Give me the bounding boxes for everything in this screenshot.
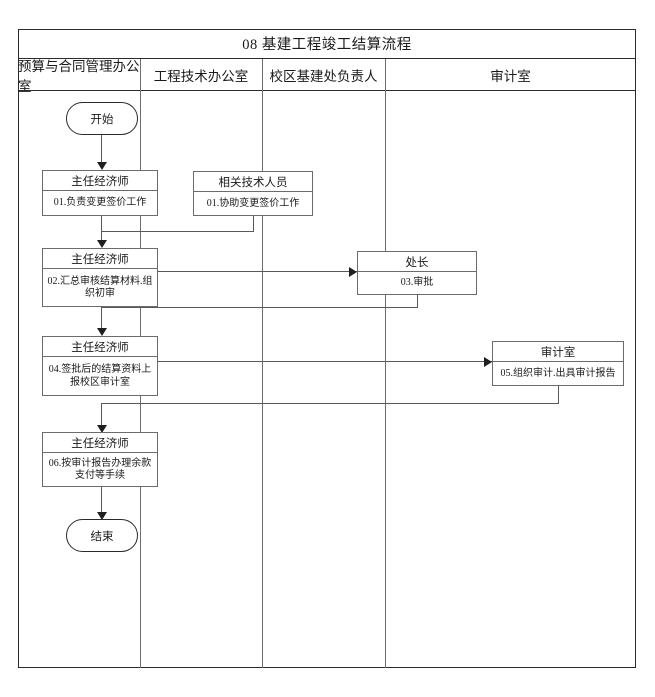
swimlane-header-row: 预算与合同管理办公室 工程技术办公室 校区基建处负责人 审计室 [18,59,636,94]
diagram-title: 08 基建工程竣工结算流程 [18,29,636,59]
node-step02-text: 02.汇总审核结算材料.组织初审 [47,275,153,299]
node-step05[interactable]: 审计室 05.组织审计.出具审计报告 [492,341,624,386]
node-step01a[interactable]: 主任经济师 01.负责变更签价工作 [42,170,158,216]
swimlane-header-audit-office: 审计室 [385,59,636,90]
arrowhead-step04-to-step05 [484,357,492,367]
swimlane-header-label: 审计室 [490,68,531,84]
connector-step01b-to-mainline [101,231,254,233]
node-step04-text: 04.签批后的结算资料上报校区审计室 [48,364,152,388]
node-step03-text: 03.审批 [400,277,434,289]
node-step02[interactable]: 主任经济师 02.汇总审核结算材料.组织初审 [42,248,158,307]
node-step06[interactable]: 主任经济师 06.按审计报告办理余款支付等手续 [42,432,158,487]
diagram-frame [18,29,636,668]
swimlane-header-label: 工程技术办公室 [153,68,249,84]
arrowhead-step03-to-step04 [97,328,107,336]
arrowhead-step02-to-step03 [349,267,357,277]
swimlane-header-engineering-tech-office: 工程技术办公室 [140,59,262,90]
connector-step03-to-step04-horizontal [101,307,418,309]
diagram-title-text: 08 基建工程竣工结算流程 [242,37,412,53]
node-step01a-text: 01.负责变更签价工作 [53,197,147,209]
arrowhead-step01a-to-step02 [97,240,107,248]
node-step06-role: 主任经济师 [43,433,157,453]
connector-step02-to-step03 [157,271,357,273]
arrowhead-step05-to-step06 [97,425,107,433]
node-step04-role: 主任经济师 [43,337,157,357]
node-start[interactable]: 开始 [66,102,138,135]
node-end[interactable]: 结束 [66,519,138,552]
node-step04[interactable]: 主任经济师 04.签批后的结算资料上报校区审计室 [42,336,158,396]
connector-step01a-to-step02 [101,216,103,243]
connector-start-to-step01a [101,135,103,165]
swimlane-header-label: 预算与合同管理办公室 [18,58,140,94]
column-divider-3 [385,59,386,668]
arrowhead-start-to-step01a [97,162,107,170]
node-step06-text: 06.按审计报告办理余款支付等手续 [48,457,152,481]
node-step01b[interactable]: 相关技术人员 01.协助变更签价工作 [193,171,313,216]
connector-step03-to-step04-vertical [101,307,103,331]
connector-step04-to-step05 [157,361,492,363]
connector-step01b-down [253,216,255,232]
swimlane-header-budget-contract-office: 预算与合同管理办公室 [18,59,140,94]
node-step05-text: 05.组织审计.出具审计报告 [500,367,616,379]
connector-step05-to-step06-vertical [101,403,103,429]
connector-step06-to-end [101,487,103,519]
node-step05-role: 审计室 [493,342,623,362]
column-divider-2 [262,59,263,668]
node-start-label: 开始 [90,113,114,126]
connector-step03-down [417,295,419,308]
node-step01b-text: 01.协助变更签价工作 [206,197,300,209]
node-end-label: 结束 [90,530,114,543]
node-step01b-role: 相关技术人员 [194,172,312,192]
node-step01a-role: 主任经济师 [43,171,157,191]
connector-step05-down [558,386,560,404]
swimlane-header-label: 校区基建处负责人 [269,68,378,84]
arrowhead-step06-to-end [97,512,107,520]
node-step02-role: 主任经济师 [43,249,157,269]
node-step03[interactable]: 处长 03.审批 [357,251,477,295]
node-step03-role: 处长 [358,252,476,272]
connector-step05-to-step06-horizontal [101,403,559,405]
swimlane-header-campus-construction-head: 校区基建处负责人 [262,59,385,90]
